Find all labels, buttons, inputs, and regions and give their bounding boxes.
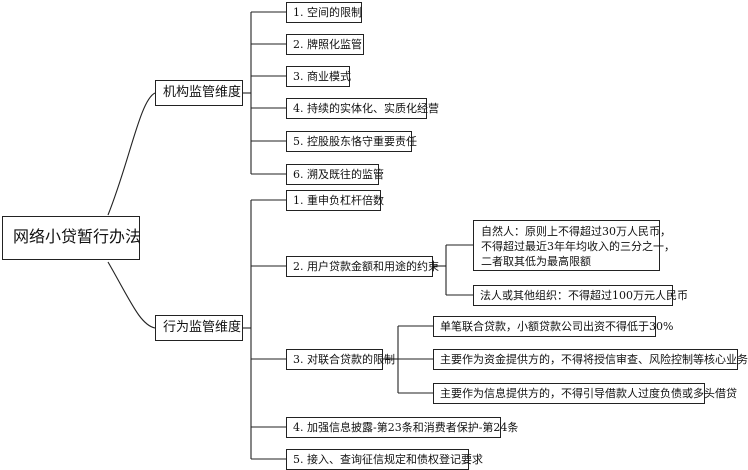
natural-person-line-2: 不得超过最近3年年均收入的三分之一， <box>481 240 675 253</box>
root-node[interactable]: 网络小贷暂行办法 <box>2 216 141 260</box>
natural-person-line-1: 自然人：原则上不得超过30万人民币， <box>481 225 671 238</box>
natural-person-line-3: 二者取其低为最高限额 <box>481 255 591 268</box>
behavioral-item-5[interactable]: 5. 接入、查询征信规定和债权登记要求 <box>286 449 483 470</box>
funding-provider-rule[interactable]: 主要作为资金提供方的，不得将授信审查、风险控制等核心业务外包 <box>433 349 748 370</box>
institutional-item-1[interactable]: 1. 空间的限制 <box>286 2 362 23</box>
institutional-item-4[interactable]: 4. 持续的实体化、实质化经营 <box>286 98 439 119</box>
institutional-item-3[interactable]: 3. 商业模式 <box>286 66 351 87</box>
legal-entity-limit[interactable]: 法人或其他组织：不得超过100万元人民币 <box>473 285 688 306</box>
joint-loan-share[interactable]: 单笔联合贷款，小额贷款公司出资不得低于30% <box>433 316 673 337</box>
dimension-behavioral[interactable]: 行为监管维度 <box>155 315 243 341</box>
dimension-institutional[interactable]: 机构监管维度 <box>155 80 243 106</box>
institutional-item-2[interactable]: 2. 牌照化监管 <box>286 34 364 55</box>
natural-person-limit[interactable]: 自然人：原则上不得超过30万人民币， 不得超过最近3年年均收入的三分之一， 二者… <box>473 220 675 271</box>
info-provider-rule[interactable]: 主要作为信息提供方的，不得引导借款人过度负债或多头借贷 <box>433 383 737 404</box>
institutional-item-5[interactable]: 5. 控股股东恪守重要责任 <box>286 131 417 152</box>
behavioral-item-2[interactable]: 2. 用户贷款金额和用途的约束 <box>286 256 439 277</box>
behavioral-item-4[interactable]: 4. 加强信息披露-第23条和消费者保护-第24条 <box>286 417 518 438</box>
behavioral-item-3[interactable]: 3. 对联合贷款的限制 <box>286 349 395 370</box>
behavioral-item-1[interactable]: 1. 重申负杠杆倍数 <box>286 190 384 211</box>
institutional-item-6[interactable]: 6. 溯及既往的监管 <box>286 164 384 185</box>
